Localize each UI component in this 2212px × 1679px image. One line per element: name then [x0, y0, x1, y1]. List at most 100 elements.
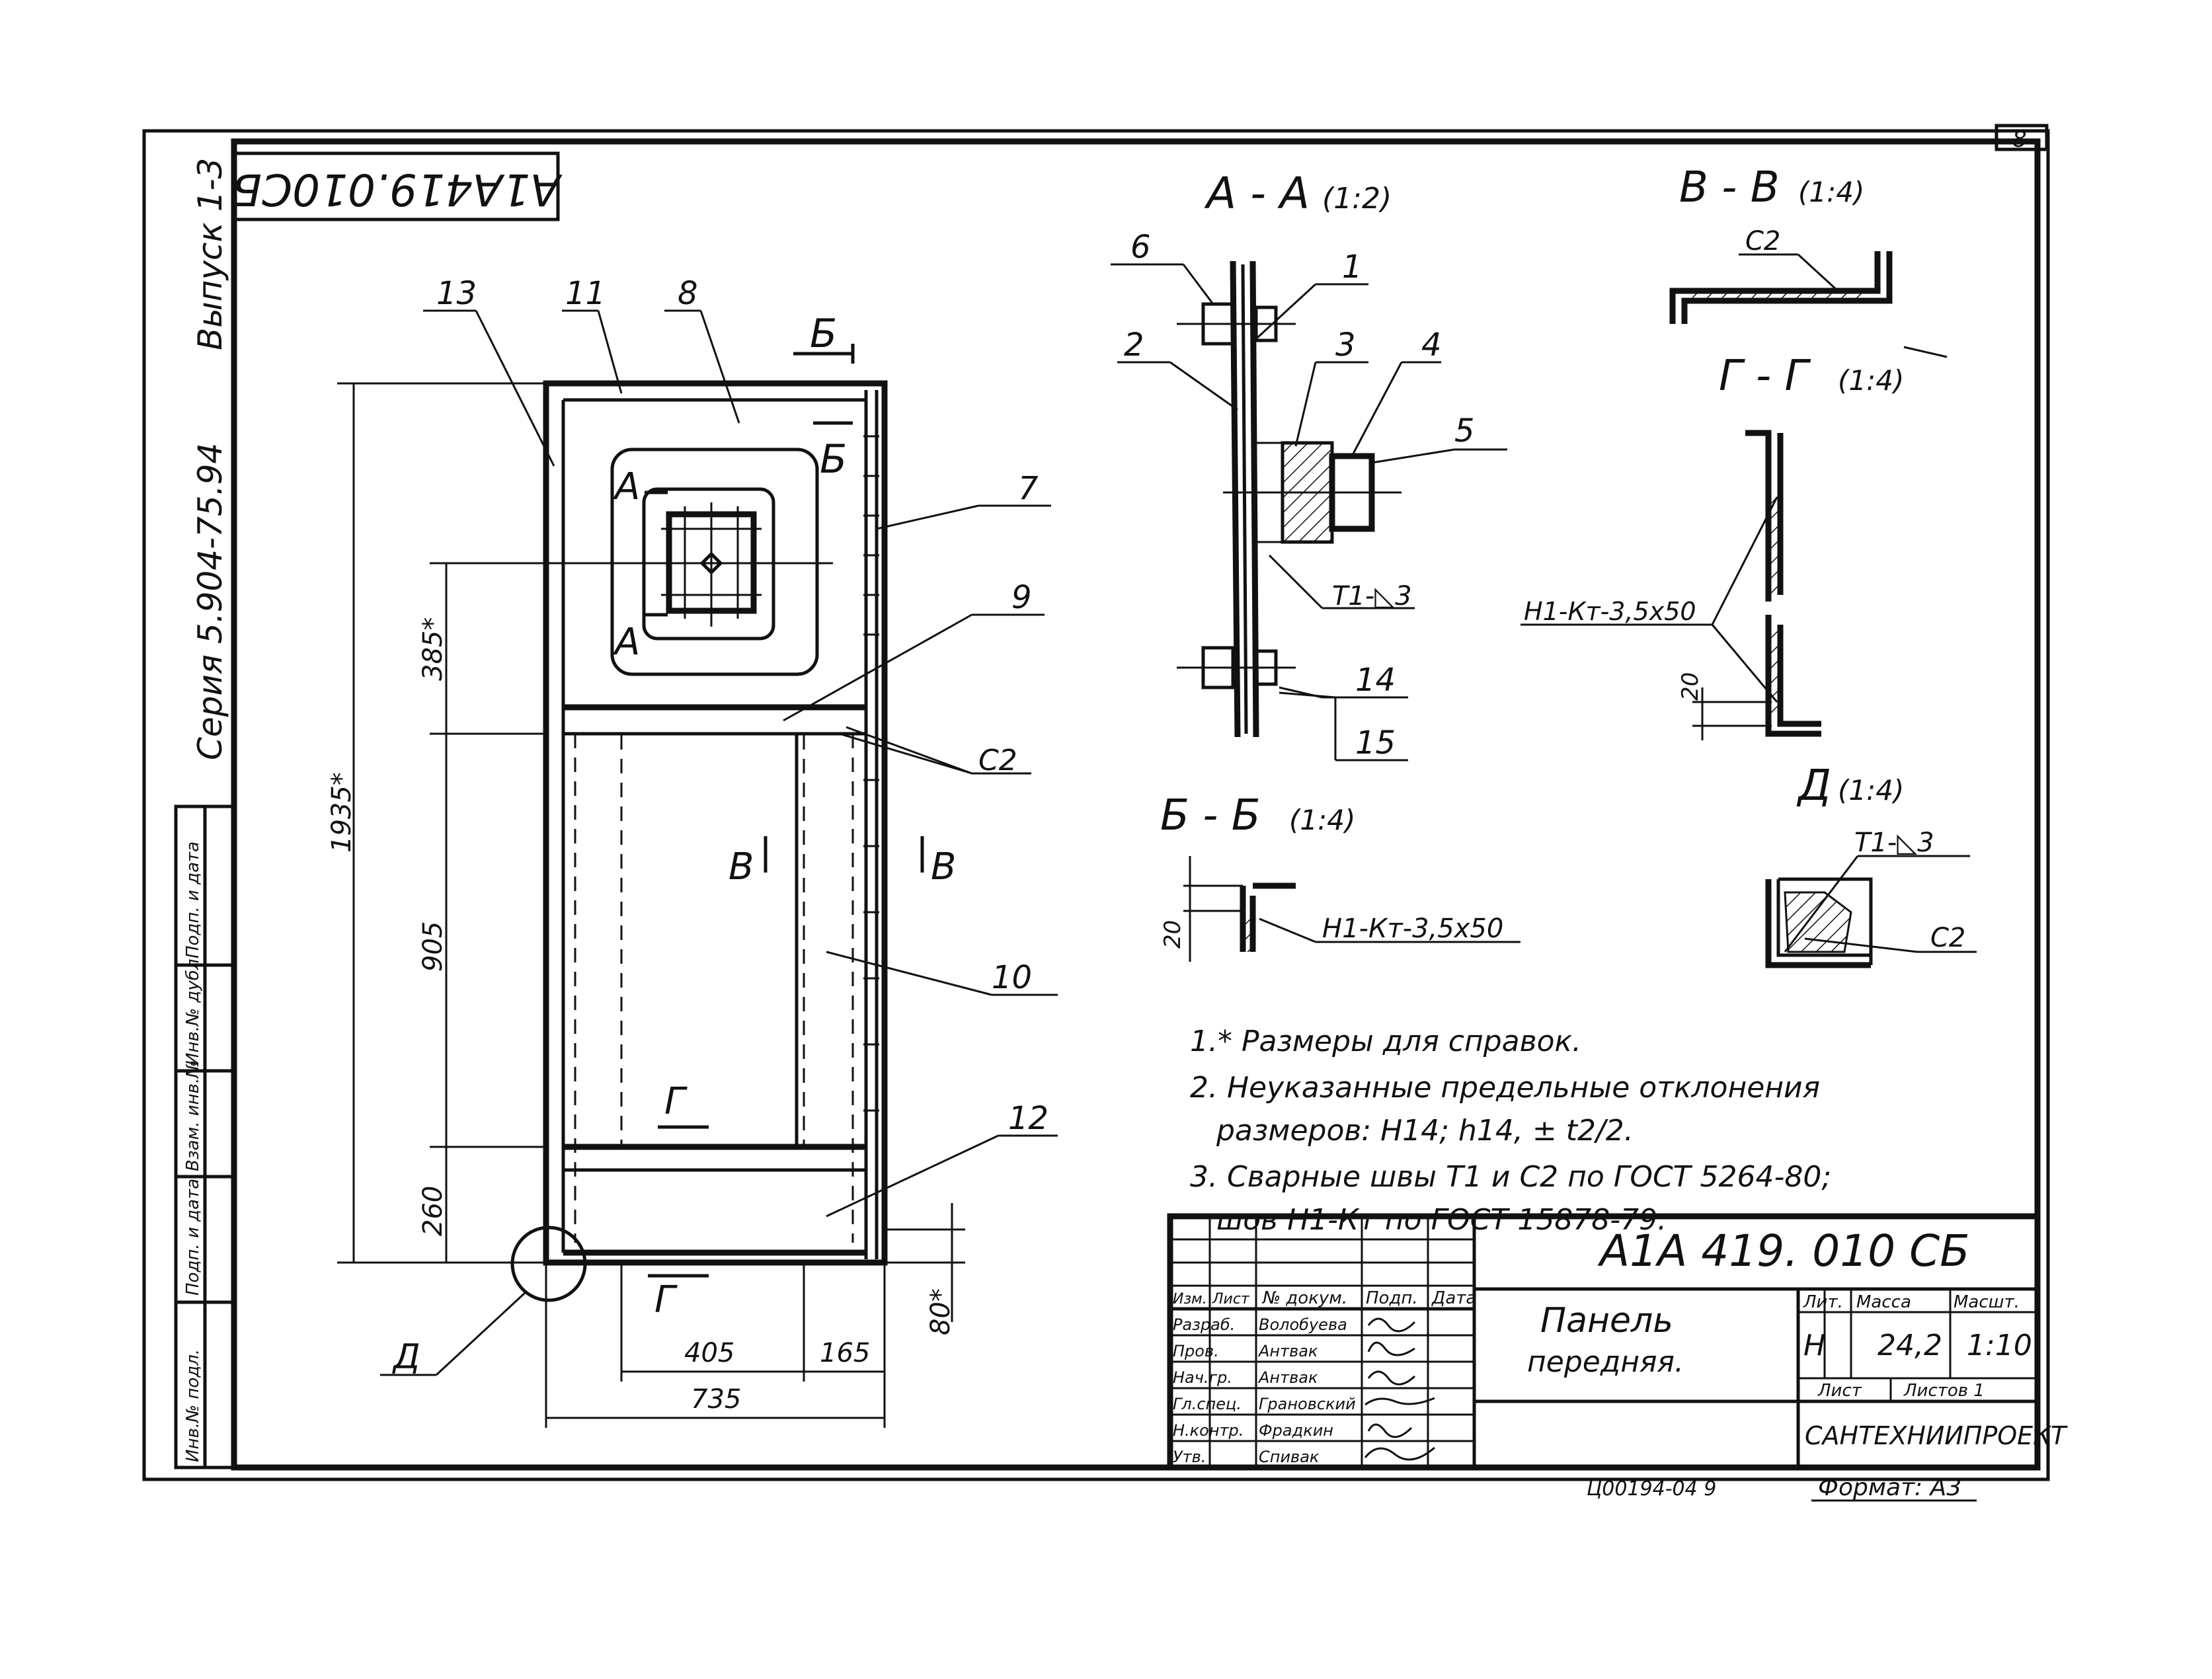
gg-dim: 20 [1677, 672, 1704, 701]
aa-callout-5: 5 [1454, 412, 1475, 449]
section-bb-title: Б - Б [1160, 791, 1261, 840]
dim-width-right: 165 [820, 1338, 870, 1368]
section-aa-scale: (1:2) [1322, 182, 1392, 215]
detail-d-weld-bottom: С2 [1930, 923, 1965, 953]
tb-role-4: Гл.спец. [1173, 1395, 1242, 1413]
tb-scale: 1:10 [1967, 1329, 2032, 1362]
dim-width-total: 735 [691, 1384, 741, 1415]
tb-name-1-person: Волобуева [1259, 1315, 1347, 1334]
aa-weld: Т1-◺3 [1332, 581, 1412, 611]
stamp-label-3: Взам. инв.№ [183, 1060, 203, 1171]
stamp-label-4: Подп. и дата [183, 1179, 203, 1296]
inner-frame [231, 138, 2041, 1471]
title-block: А1А 419. 010 СБ Панель передняя. Изм. Ли… [1167, 1213, 2068, 1471]
cut-b-top: Б [810, 311, 837, 357]
tb-role-6: Утв. [1173, 1448, 1206, 1466]
section-bb-scale: (1:4) [1289, 804, 1355, 836]
detail-d-title: Д [1796, 761, 1831, 810]
tb-name-3-person: Антвак [1257, 1368, 1318, 1387]
tb-role-5: Н.контр. [1173, 1421, 1244, 1440]
section-gg: Г - Г (1:4) Н1-Кт-3,5х50 20 [1521, 352, 1904, 740]
tb-lit: Н [1803, 1329, 1825, 1362]
aa-callout-1: 1 [1342, 249, 1363, 286]
tb-name-6-person: Спивак [1259, 1448, 1320, 1466]
detail-d-weld-top: Т1-◺3 [1854, 828, 1934, 858]
aa-callout-15: 15 [1355, 724, 1396, 761]
tb-name-2-person: Антвак [1257, 1342, 1318, 1360]
dim-lower: 260 [418, 1186, 448, 1236]
main-view [510, 380, 888, 1302]
stamp-label-5: Инв.№ подл. [183, 1349, 203, 1462]
detail-d: Д (1:4) Т1-◺3 С2 [1765, 761, 1977, 968]
main-dimensions: 1935* 385* 905 260 80* 405 165 735 [327, 382, 965, 1428]
signature-3 [1367, 1370, 1416, 1386]
tb-name-1: Панель [1540, 1301, 1673, 1341]
tb-designation: А1А 419. 010 СБ [1597, 1226, 1970, 1276]
tb-lit-label: Лит. [1803, 1292, 1843, 1312]
section-aa-title: А - А [1204, 168, 1310, 219]
note-3b: шов Н1-Кт по ГОСТ 15878-79. [1216, 1203, 1667, 1237]
callout-13: 13 [436, 275, 477, 312]
section-vv-scale: (1:4) [1798, 176, 1864, 208]
aa-callout-3: 3 [1335, 327, 1356, 364]
tb-org: САНТЕХНИИПРОЕКТ [1805, 1421, 2068, 1450]
stamp-label-1: Подп. и дата [183, 841, 203, 958]
tb-scale-label: Масшт. [1954, 1292, 2020, 1312]
vv-weld: С2 [1745, 226, 1780, 256]
bb-dim: 20 [1160, 920, 1186, 949]
callout-d: Д [392, 1337, 420, 1377]
note-2b: размеров: Н14; h14, ± t2/2. [1216, 1114, 1634, 1148]
callout-c2: С2 [978, 744, 1017, 777]
margin-series: Серия 5.904-75.94 [191, 443, 229, 760]
cut-v-left: В [729, 845, 754, 888]
callout-11: 11 [565, 275, 606, 312]
callout-7: 7 [1018, 470, 1039, 507]
section-gg-title: Г - Г [1719, 352, 1811, 401]
dim-middle: 905 [418, 921, 448, 972]
section-aa: А - А (1:2) 6 1 2 3 4 5 Т1-◺ [1111, 168, 1507, 761]
section-vv-title: В - В [1679, 163, 1780, 212]
gg-weld: Н1-Кт-3,5х50 [1524, 597, 1696, 626]
tb-col-sign: Подп. [1366, 1288, 1418, 1308]
signature-6 [1364, 1446, 1435, 1461]
signature-2 [1367, 1341, 1415, 1356]
left-stamp: Подп. и дата Инв.№ дубл. Взам. инв.№ Под… [174, 804, 236, 1469]
cut-a-top: А [613, 465, 640, 508]
aa-callout-2: 2 [1124, 327, 1144, 364]
margin-issue: Выпуск 1-3 [191, 158, 229, 350]
note-3: 3. Сварные швы Т1 и С2 по ГОСТ 5264-80; [1190, 1160, 1831, 1194]
code-box [232, 151, 560, 221]
outer-frame [142, 129, 2050, 1481]
dim-total-height: 1935* [327, 772, 357, 853]
sheet-number-box [1995, 124, 2049, 151]
footer-code: Ц00194-04 9 [1587, 1477, 1716, 1501]
cut-a-bottom: А [613, 621, 640, 664]
aa-callout-14: 14 [1355, 662, 1396, 699]
cut-markers: А А Б Б В В Г Г [613, 311, 956, 1321]
callout-12: 12 [1008, 1100, 1048, 1137]
footer-format: Формат: А3 [1818, 1474, 1961, 1501]
note-1: 1.* Размеры для справок. [1190, 1025, 1581, 1058]
tb-sheet-label: Лист [1817, 1381, 1862, 1401]
tb-col-izm: Изм. [1173, 1291, 1207, 1308]
callout-10: 10 [992, 959, 1032, 996]
cut-v-right: В [931, 845, 956, 888]
main-callouts: 13 11 8 7 9 С2 10 12 Д [380, 275, 1058, 1377]
cut-b-mid: Б [820, 436, 847, 483]
section-vv: В - В (1:4) С2 [1669, 163, 1948, 358]
bb-weld: Н1-Кт-3,5х50 [1322, 914, 1503, 944]
tb-mass-label: Масса [1856, 1292, 1911, 1312]
tb-role-2: Пров. [1173, 1342, 1219, 1360]
tb-sheets-label: Листов 1 [1903, 1381, 1985, 1401]
notes: 1.* Размеры для справок. 2. Неуказанные … [1190, 1025, 1831, 1237]
callout-9: 9 [1011, 579, 1032, 616]
dim-upper: 385* [418, 617, 448, 681]
dim-width-left: 405 [684, 1338, 734, 1368]
tb-role-3: Нач.гр. [1173, 1368, 1232, 1387]
callout-8: 8 [678, 275, 698, 312]
dim-bottom-offset: 80* [926, 1288, 956, 1335]
section-gg-scale: (1:4) [1838, 364, 1904, 397]
tb-role-1: Разраб. [1173, 1315, 1235, 1334]
tb-mass: 24,2 [1877, 1329, 1942, 1362]
